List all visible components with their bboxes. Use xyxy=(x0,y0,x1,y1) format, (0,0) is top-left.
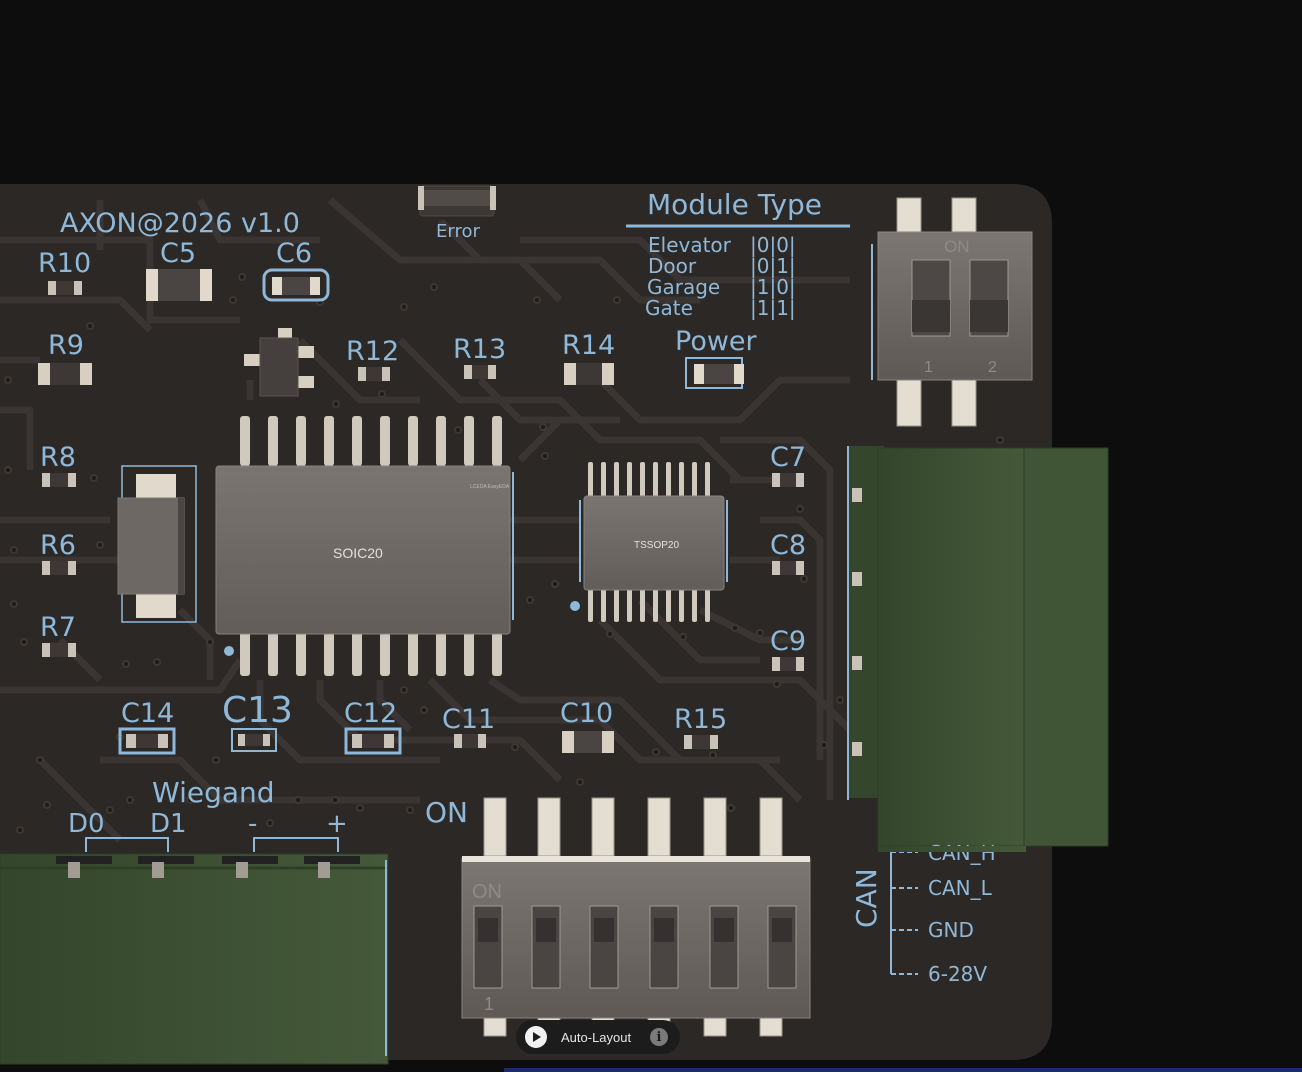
designator-R8: R8 xyxy=(40,442,76,473)
module-row-code: |1|1| xyxy=(750,296,796,320)
wiegand-pin-label: D0 xyxy=(68,809,105,839)
wiegand-connector: Wiegand D0 D1 - + xyxy=(0,776,389,1065)
tssop20-label: TSSOP20 xyxy=(634,540,679,551)
error-led xyxy=(416,184,496,220)
designator-C7: C7 xyxy=(770,442,806,473)
dip-on-label: ON xyxy=(425,796,468,829)
module-type-table: Module Type Elevator |0|0| Door |0|1| Ga… xyxy=(626,188,850,320)
wiegand-heading: Wiegand xyxy=(152,776,275,809)
copper-traces xyxy=(0,197,853,843)
designator-C9: C9 xyxy=(770,626,806,657)
smd-passives xyxy=(38,268,804,755)
designator-R13: R13 xyxy=(453,334,506,365)
designator-C10: C10 xyxy=(560,698,613,729)
sot23-transistor xyxy=(244,328,314,397)
designator-C8: C8 xyxy=(770,530,806,561)
module-row-name: Gate xyxy=(645,296,693,320)
wiegand-pin-label: D1 xyxy=(150,809,187,839)
power-label: Power xyxy=(675,326,758,357)
designator-R15: R15 xyxy=(674,704,727,735)
tssop20-chip: TSSOP20 xyxy=(570,462,728,622)
designator-C12: C12 xyxy=(344,698,397,729)
module-row-name: Elevator xyxy=(648,233,732,257)
info-icon[interactable]: i xyxy=(650,1028,668,1046)
designator-R10: R10 xyxy=(38,248,91,279)
designator-C13: C13 xyxy=(222,690,293,731)
can-heading: CAN xyxy=(850,868,883,928)
can-terminal-block xyxy=(847,446,1109,847)
wiegand-pin-label: - xyxy=(248,809,257,839)
dip-one-label: 1 xyxy=(484,994,494,1014)
module-row-code: |1|0| xyxy=(750,275,796,299)
designator-C14: C14 xyxy=(121,698,174,729)
wiegand-pin-label: + xyxy=(326,809,348,839)
vias xyxy=(4,273,1004,834)
designator-R14: R14 xyxy=(562,330,615,361)
designator-C5: C5 xyxy=(160,238,196,269)
auto-layout-label[interactable]: Auto-Layout xyxy=(561,1029,632,1045)
dip-on-body: ON xyxy=(472,881,502,903)
can-labels: CAN CAN_H CAN_L GND 6-28V xyxy=(850,841,1026,986)
module-row-name: Door xyxy=(648,254,697,278)
designator-R12: R12 xyxy=(346,336,399,367)
diode xyxy=(117,465,197,623)
designator-R6: R6 xyxy=(40,530,76,561)
designator-R9: R9 xyxy=(48,330,84,361)
small-dip-on: ON xyxy=(944,237,970,256)
viewport-bottom-bar xyxy=(504,1068,1302,1072)
small-dip-num: 2 xyxy=(988,359,997,376)
can-pin-label: CAN_H xyxy=(928,841,996,865)
module-type-heading: Module Type xyxy=(647,188,822,221)
designator-R7: R7 xyxy=(40,612,76,643)
error-label: Error xyxy=(436,221,480,242)
designator-C11: C11 xyxy=(442,704,495,735)
board-title: AXON@2026 v1.0 xyxy=(60,208,300,239)
module-row-name: Garage xyxy=(647,275,720,299)
can-pin-label: GND xyxy=(928,918,974,942)
can-pin-label: CAN_L xyxy=(928,876,993,900)
pcb-board xyxy=(0,184,1052,1060)
designator-C6: C6 xyxy=(276,238,312,269)
soic20-chip: SOIC20 LCEDA EasyEDA xyxy=(215,416,514,676)
auto-layout-toolbar: Auto-Layout i xyxy=(516,1020,680,1054)
can-pin-label: 6-28V xyxy=(928,962,987,986)
soic20-label: SOIC20 xyxy=(333,545,383,561)
ic-logo-text: LCEDA EasyEDA xyxy=(470,484,510,490)
play-icon[interactable] xyxy=(525,1026,547,1048)
dip-switch-2pos[interactable]: ON 1 2 xyxy=(871,197,1033,427)
module-row-code: |0|0| xyxy=(750,233,796,257)
module-row-code: |0|1| xyxy=(750,254,796,278)
small-dip-num: 1 xyxy=(924,359,933,376)
